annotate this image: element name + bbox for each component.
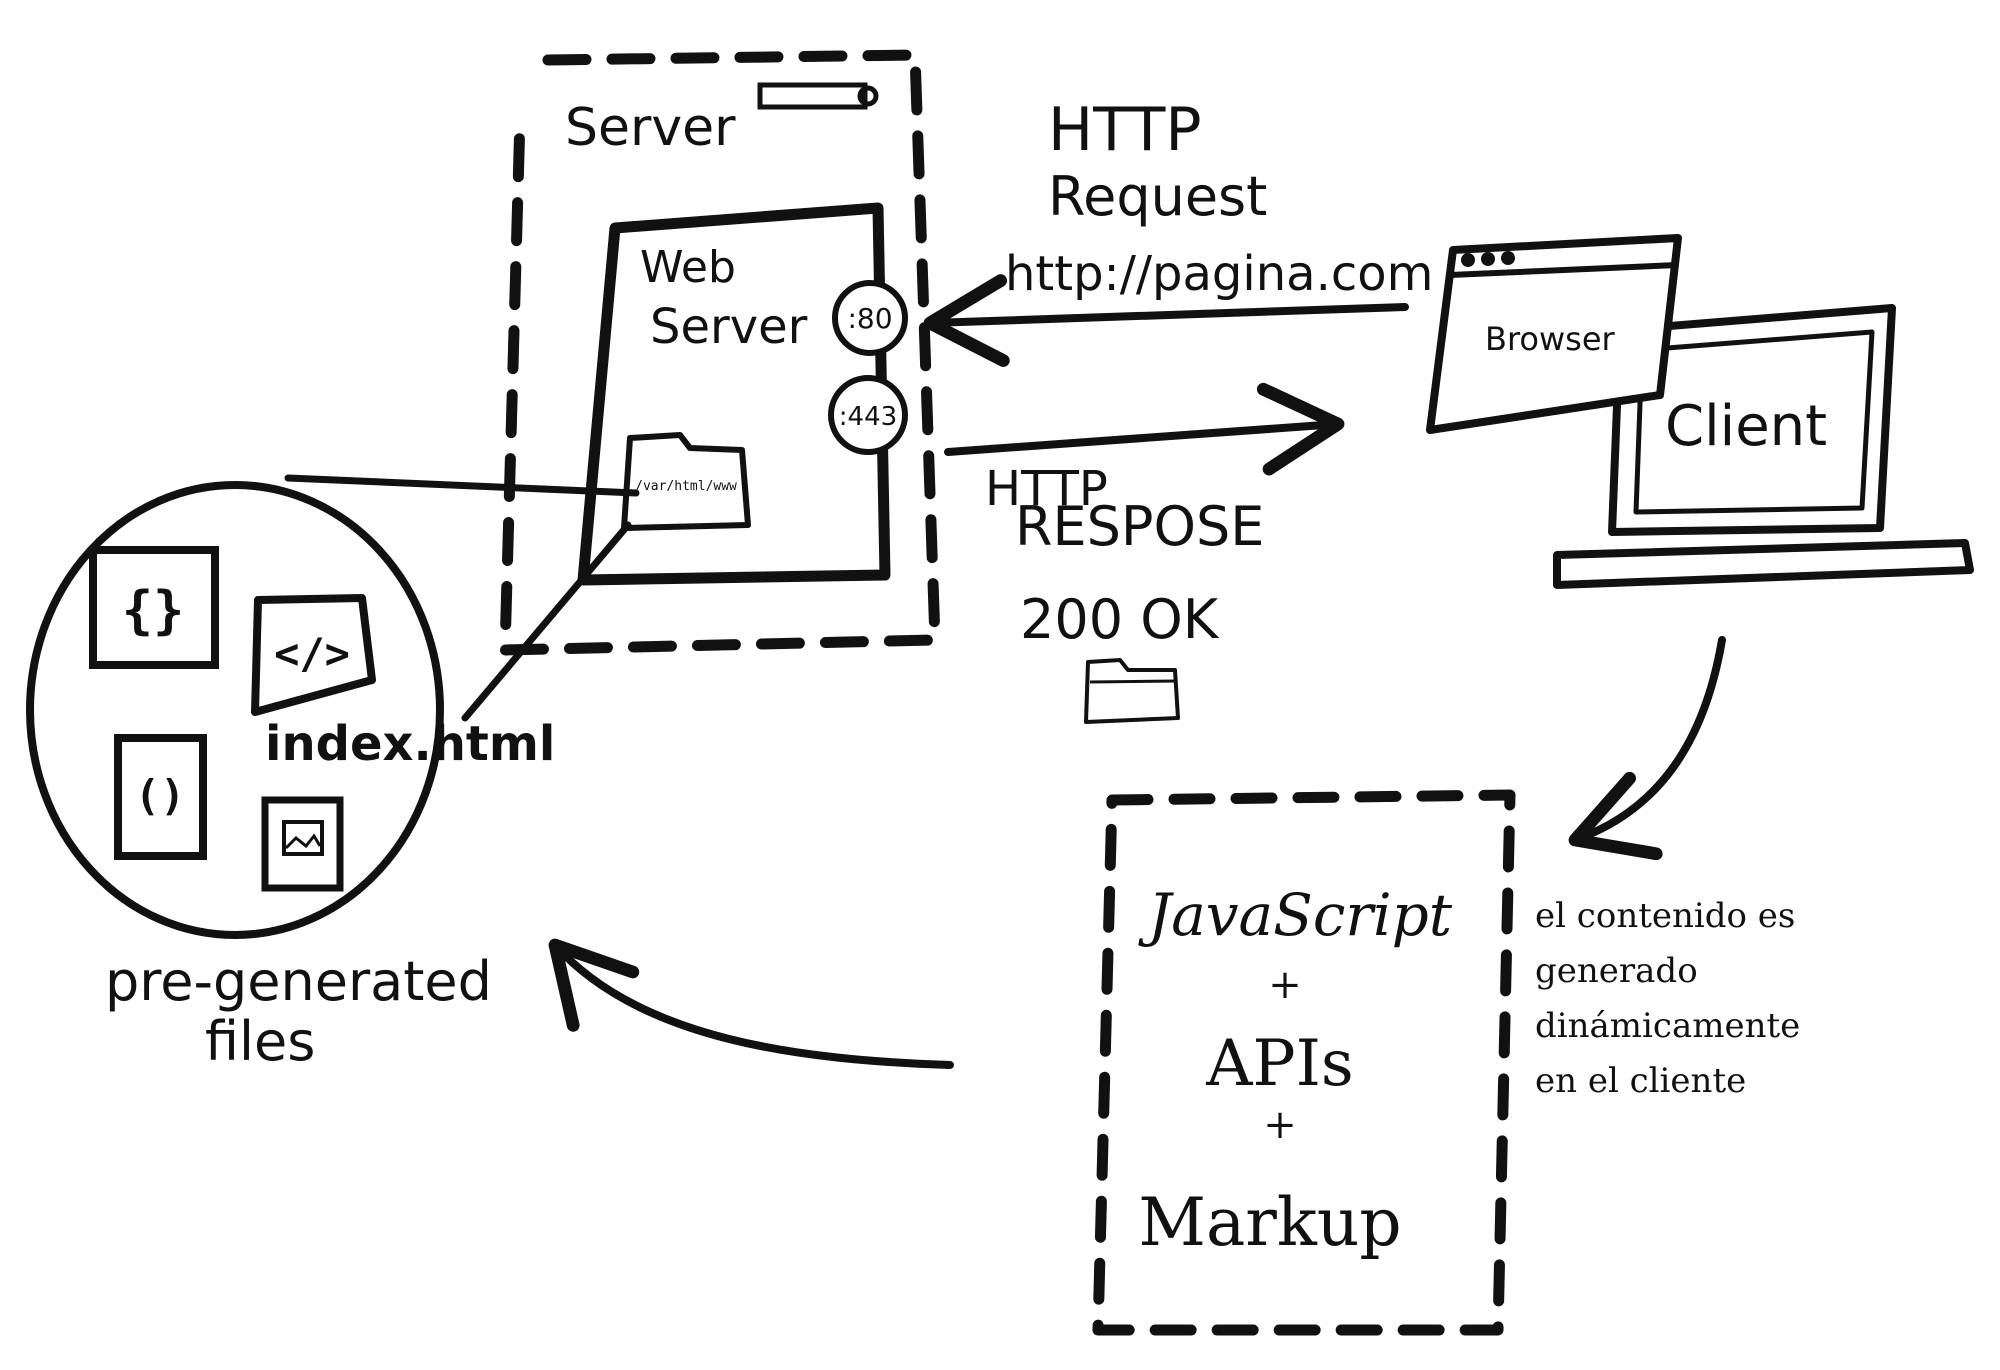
files-caption-line2: files [205,1010,315,1073]
svg-text:</>: </> [274,629,350,678]
stack-line-markup: Markup [1138,1184,1401,1261]
port-443-label: :443 [839,402,897,432]
js-file-icon: () [114,734,207,860]
request-url: http://pagina.com [1005,246,1433,302]
port-80-bubble: :80 [832,280,908,356]
pre-generated-files-circle: {} </> () index.html [26,481,555,939]
json-file-icon: {} [89,546,219,669]
files-to-folder-diagonal [461,521,632,722]
folder-path-label: /var/html/www [635,479,737,494]
web-server-label-line1: Web [640,242,736,293]
image-file-icon [261,796,344,892]
request-arrow [923,274,1409,367]
stack-line-apis: APIs [1205,1027,1353,1101]
svg-text:(): () [135,771,186,820]
client-label: Client [1665,394,1827,459]
stack-box: JavaScript + APIs + Markup [1092,789,1516,1336]
laptop-icon: Client [1553,304,1974,589]
stack-plus-2: + [1263,1102,1297,1148]
files-caption-line1: pre-generated [105,950,492,1013]
stack-to-files-arrow [548,938,954,1069]
folder-icon: /var/html/www [621,432,751,531]
stack-plus-1: + [1268,962,1302,1008]
response-label-line1: HTTP [985,461,1108,517]
note-line-4: en el cliente [1535,1061,1746,1101]
browser-label: Browser [1485,320,1616,358]
request-label-line1: HTTP [1048,95,1202,165]
http-request-group: HTTP Request http://pagina.com [1005,95,1433,302]
browser-dot-2 [1481,252,1495,266]
request-label-line2: Request [1048,165,1267,228]
dynamic-content-note: el contenido es generado dinámicamente e… [1535,896,1800,1101]
port-80-label: :80 [847,302,892,335]
index-filename: index.html [265,716,555,772]
response-status: 200 OK [1020,588,1220,651]
stack-line-javascript: JavaScript [1138,881,1453,949]
browser-dot-3 [1501,251,1515,265]
response-label-line2: RESPOSE [1015,495,1264,558]
note-line-2: generado [1535,951,1698,991]
svg-text:{}: {} [122,581,185,641]
note-line-1: el contenido es [1535,896,1795,936]
port-443-bubble: :443 [828,375,908,455]
server-label: Server [565,98,736,158]
client-to-stack-arrow [1568,636,1726,861]
response-folder-icon [1084,658,1180,724]
http-response-group: HTTP RESPOSE 200 OK [985,461,1264,651]
web-server-label-line2: Server [650,299,808,355]
html-file-icon: </> [251,594,376,716]
browser-dot-1 [1461,253,1475,267]
server-slot-icon [757,82,879,110]
browser-window: Browser [1426,234,1682,434]
server-box: Server [499,49,941,656]
response-arrow [944,382,1345,476]
files-to-folder-line [284,474,640,497]
note-line-3: dinámicamente [1535,1006,1800,1046]
web-server-box: Web Server [577,202,891,586]
